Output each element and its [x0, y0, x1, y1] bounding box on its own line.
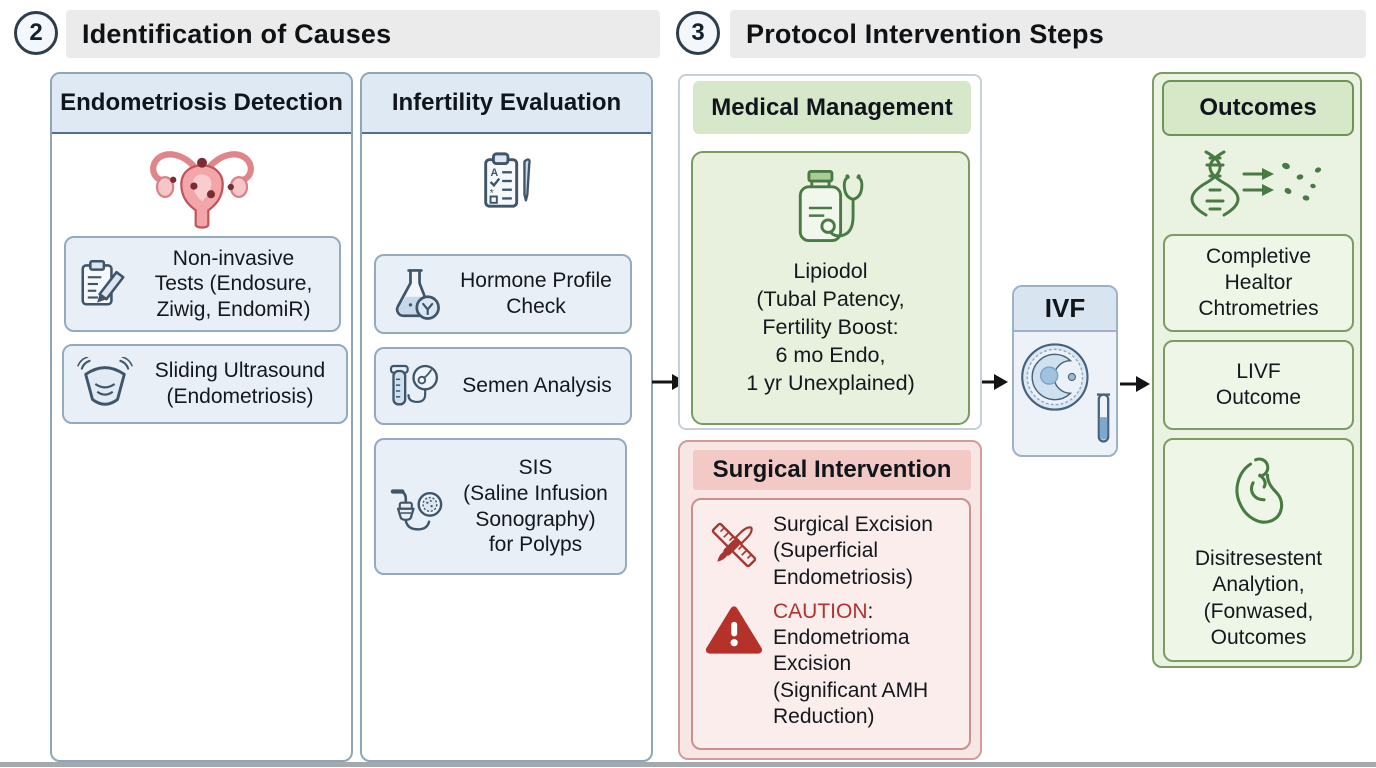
outcome-3-label: Disitresestent Analytion, (Fonwased, Out…: [1194, 547, 1323, 649]
endometriosis-detection-title: Endometriosis Detection: [60, 89, 343, 116]
caution-word: CAUTION: [773, 599, 868, 623]
sis-label: SIS (Saline Infusion Sonography) for Pol…: [463, 456, 608, 557]
sis-box: SIS (Saline Infusion Sonography) for Pol…: [374, 438, 627, 575]
semen-analysis-icon: [386, 358, 446, 414]
svg-text:*: *: [489, 188, 493, 200]
hormone-profile-label: Hormone Profile Check: [460, 269, 612, 318]
endometriosis-detection-header: Endometriosis Detection: [52, 74, 351, 134]
dna-fragmentation-icon: [1182, 146, 1332, 229]
ivf-title: IVF: [1044, 293, 1086, 323]
step-3-number: 3: [691, 19, 705, 46]
outcome-box-3: Disitresestent Analytion, (Fonwased, Out…: [1163, 438, 1354, 662]
section-title-identification-label: Identification of Causes: [82, 18, 392, 49]
outcome-1-label: Completive Healtor Chtrometries: [1198, 244, 1319, 321]
sliding-ultrasound-box: Sliding Ultrasound (Endometriosis): [62, 344, 348, 424]
surgical-intervention-box: Surgical Excision (Superficial Endometri…: [691, 498, 971, 750]
step-2-number: 2: [29, 19, 43, 46]
oocyte-icon: [1018, 338, 1096, 421]
section-title-identification: Identification of Causes: [66, 10, 660, 58]
surgical-intervention-panel: Surgical Intervention: [678, 440, 982, 760]
arrow-to-outcomes: [1120, 374, 1150, 399]
medical-management-header: Medical Management: [693, 81, 971, 134]
step-3-badge: 3: [676, 11, 720, 55]
checklist-pen-icon: A *: [362, 150, 651, 212]
outcomes-header: Outcomes: [1162, 80, 1354, 136]
medicine-bottle-stethoscope-icon: [783, 163, 879, 256]
outcome-2-label: LIVF Outcome: [1215, 359, 1302, 409]
surgical-intervention-title: Surgical Intervention: [712, 456, 952, 483]
medical-management-title: Medical Management: [711, 93, 953, 121]
outcome-box-1: Completive Healtor Chtrometries: [1163, 234, 1354, 332]
infertility-evaluation-header: Infertility Evaluation: [362, 74, 651, 134]
warning-triangle-icon: [705, 603, 763, 657]
medical-management-panel: Medical Management Lipiodol (Tubal Paten…: [678, 74, 982, 430]
ivf-panel: IVF: [1012, 285, 1118, 457]
pregnancy-icon: [1225, 453, 1293, 540]
outcomes-title: Outcomes: [1199, 94, 1317, 121]
ivf-header: IVF: [1014, 287, 1116, 332]
non-invasive-tests-label: Non-invasive Tests (Endosure, Ziwig, End…: [154, 246, 313, 321]
sliding-ultrasound-label: Sliding Ultrasound (Endometriosis): [154, 359, 326, 408]
bottom-divider: [0, 762, 1376, 767]
section-title-protocol: Protocol Intervention Steps: [730, 10, 1366, 58]
semen-analysis-label: Semen Analysis: [462, 374, 612, 398]
uterus-icon: [52, 142, 351, 232]
caution-colon: :: [867, 599, 874, 623]
lipiodol-box: Lipiodol (Tubal Patency, Fertility Boost…: [691, 151, 970, 425]
flask-icon: [386, 265, 444, 323]
semen-analysis-box: Semen Analysis: [374, 347, 632, 425]
hormone-profile-box: Hormone Profile Check: [374, 254, 632, 334]
svg-text:A: A: [490, 167, 498, 179]
test-tube-icon: [1096, 390, 1111, 451]
ivf-body: [1014, 332, 1116, 455]
ultrasound-probe-icon: [74, 357, 136, 411]
non-invasive-tests-box: Non-invasive Tests (Endosure, Ziwig, End…: [64, 236, 341, 332]
outcomes-panel: Outcomes: [1152, 72, 1362, 668]
caution-label: CAUTION: Endometrioma Excision (Significa…: [773, 599, 928, 730]
surgical-intervention-header: Surgical Intervention: [693, 450, 971, 490]
caution-text: Endometrioma Excision (Significant AMH R…: [773, 626, 929, 728]
clipboard-pencil-icon: [76, 257, 130, 311]
endometriosis-detection-panel: Endometriosis Detection: [50, 72, 353, 762]
section-title-protocol-label: Protocol Intervention Steps: [746, 18, 1104, 49]
infertility-evaluation-panel: Infertility Evaluation A *: [360, 72, 653, 762]
step-2-badge: 2: [14, 11, 58, 55]
surgical-excision-label: Surgical Excision (Superficial Endometri…: [773, 513, 933, 589]
lipiodol-label: Lipiodol (Tubal Patency, Fertility Boost…: [746, 259, 915, 395]
scalpel-ruler-icon: [705, 516, 763, 574]
outcome-box-2: LIVF Outcome: [1163, 340, 1354, 430]
sis-catheter-icon: [386, 479, 448, 535]
infertility-evaluation-title: Infertility Evaluation: [391, 89, 622, 116]
